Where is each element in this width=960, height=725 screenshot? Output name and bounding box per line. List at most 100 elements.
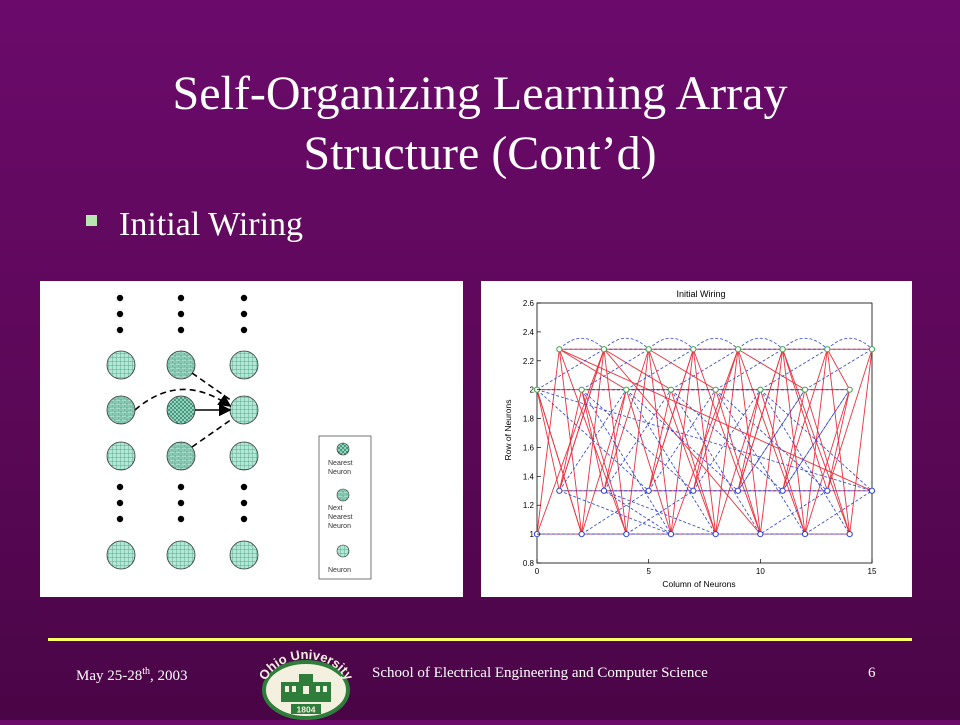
red-wire (715, 389, 761, 535)
blue-wires (536, 337, 873, 535)
red-wire (603, 349, 650, 491)
blue-wire (648, 389, 717, 491)
blue-wire (626, 490, 694, 535)
initial-wiring-plot: Initial Wiring Column of Neurons Row of … (481, 281, 912, 597)
y-tick-label: 1 (530, 530, 535, 539)
blue-wire (581, 389, 672, 535)
neuron (106, 350, 136, 380)
neuron-node (779, 487, 786, 494)
legend-next-nearest-swatch (336, 488, 350, 502)
neuron-node (578, 531, 585, 538)
blue-wire (737, 389, 806, 491)
slide-title-line1: Self-Organizing Learning Array (172, 67, 788, 120)
square-bullet-icon (86, 214, 97, 226)
page-number: 6 (868, 665, 876, 681)
footer-date-sup: th (142, 666, 151, 677)
footer-date-suffix: , 2003 (150, 668, 188, 684)
neuron-node (712, 531, 719, 538)
neuron (229, 350, 259, 380)
neuron (106, 540, 136, 570)
next-nearest-neuron (106, 395, 136, 425)
blue-wire-arc (827, 337, 873, 350)
neuron (229, 540, 259, 570)
blue-wire (626, 348, 694, 391)
neuron-node (667, 531, 675, 538)
red-wire (737, 349, 806, 535)
y-tick-label: 0.8 (523, 559, 535, 568)
y-axis-label: Row of Neurons (503, 400, 513, 461)
ohio-university-logo: Ohio University 1804 (255, 644, 357, 720)
red-wire (692, 389, 717, 491)
neuron-node (824, 346, 831, 353)
neuron (106, 441, 136, 471)
blue-wire (759, 389, 851, 535)
legend-box: Nearest Neuron Next Nearest Neuron Neuro… (318, 435, 372, 580)
blue-wire-arc (693, 337, 739, 350)
plot-svg: Initial Wiring Column of Neurons Row of … (503, 289, 877, 589)
red-wire (536, 389, 560, 491)
red-wire (648, 348, 716, 391)
red-wire (559, 348, 627, 391)
legend-next-nearest-label-3: Neuron (328, 523, 351, 530)
blue-wire (558, 389, 627, 491)
neuron-array-svg: Nearest Neuron Next Nearest Neuron Neuro… (106, 294, 372, 580)
legend-nearest-label-1: Nearest (328, 460, 353, 467)
blue-wire (625, 389, 717, 535)
red-wire (670, 349, 739, 535)
red-wire (782, 349, 828, 491)
red-wire (782, 349, 851, 535)
chart-title: Initial Wiring (676, 289, 725, 299)
y-tick-label: 1.2 (523, 501, 535, 510)
footer-date: May 25-28th, 2003 (76, 666, 188, 685)
red-wire (692, 349, 739, 491)
neuron-node (623, 531, 630, 538)
logo-year: 1804 (297, 705, 316, 715)
red-wire (603, 348, 672, 391)
neuron-node (779, 346, 786, 353)
neuron-node (556, 487, 563, 494)
legend-next-nearest-label-1: Next (328, 505, 342, 512)
blue-wire (581, 490, 649, 535)
blue-wire (760, 490, 828, 535)
neuron-node (757, 386, 764, 393)
blue-wire (670, 348, 739, 391)
slide-title: Self-Organizing Learning Array Structure… (0, 64, 960, 184)
blue-wire-arc (648, 337, 694, 350)
neuron (166, 540, 196, 570)
neuron-node (846, 386, 853, 393)
red-wire (715, 349, 739, 535)
legend-neuron-label: Neuron (328, 567, 351, 574)
red-wire (558, 349, 605, 491)
red-wire (558, 349, 627, 535)
legend-nearest-label-2: Neuron (328, 469, 351, 476)
neuron-node (623, 386, 630, 393)
blue-wire-arc (737, 337, 783, 350)
footer-date-prefix: May 25-28 (76, 668, 143, 684)
blue-wire (804, 490, 873, 535)
neuron-node (868, 346, 876, 353)
ellipsis-dots-top (116, 294, 248, 334)
red-wire (826, 349, 851, 390)
wiring-connections (134, 372, 233, 448)
plot-area (536, 302, 873, 564)
red-wire (648, 389, 672, 491)
neuron-node (645, 346, 652, 353)
x-tick-label: 15 (868, 567, 877, 576)
blue-wire (715, 348, 783, 391)
y-tick-label: 2.2 (523, 357, 535, 366)
neuron (229, 441, 259, 471)
neuron-node (734, 487, 742, 494)
neuron-node (600, 346, 608, 353)
legend-next-nearest-label-2: Nearest (328, 514, 353, 521)
blue-wire (804, 348, 873, 391)
blue-wire (692, 389, 761, 491)
neuron-node (801, 531, 809, 538)
blue-wire (715, 389, 806, 535)
footer-school: School of Electrical Engineering and Com… (372, 665, 708, 681)
blue-wire-arc (603, 337, 649, 350)
blue-wire-arc (559, 337, 605, 350)
blue-wire (603, 490, 672, 535)
red-wire (826, 389, 851, 491)
neuron-node (824, 487, 831, 494)
nearest-neuron (166, 395, 196, 425)
